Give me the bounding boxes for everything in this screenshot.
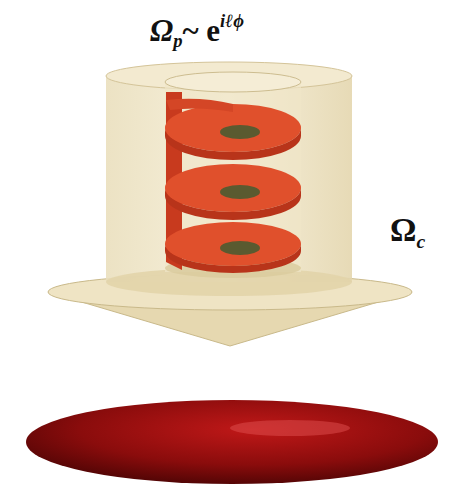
control-field-label: Ωc <box>390 212 425 253</box>
probe-beam <box>165 82 301 272</box>
condensate-cloud <box>26 400 438 484</box>
field-symbol: ~ e <box>182 13 220 48</box>
helical-wavefront <box>165 92 301 273</box>
field-symbol: Ω <box>150 13 173 48</box>
field-symbol: Ω <box>390 212 416 248</box>
probe-field-label: Ωp~ eiℓϕ <box>150 10 244 52</box>
field-symbol: iℓϕ <box>220 10 244 31</box>
field-symbol: c <box>416 230 425 252</box>
field-symbol: p <box>173 30 182 51</box>
control-beam <box>106 76 352 282</box>
